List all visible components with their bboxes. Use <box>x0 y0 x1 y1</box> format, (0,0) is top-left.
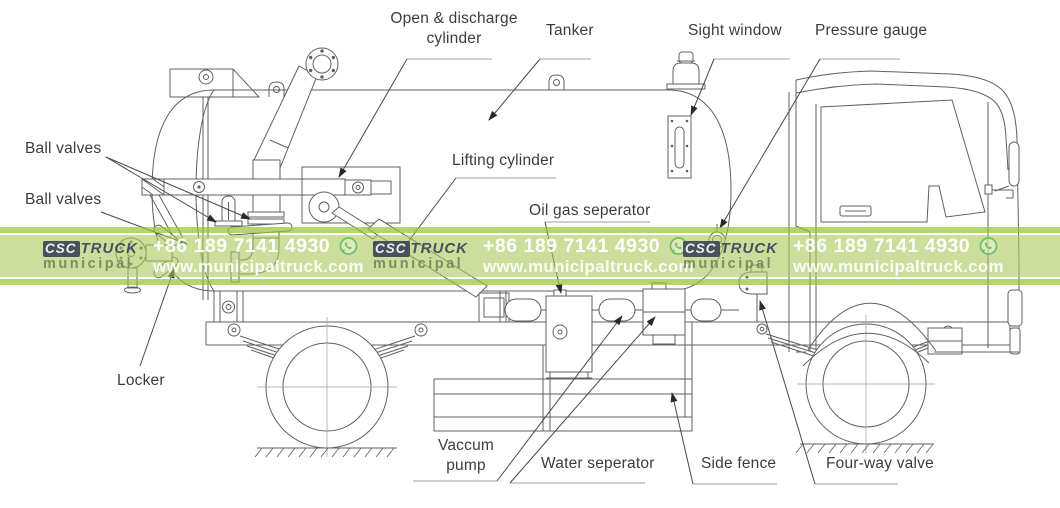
label-oil-gas-separator: Oil gas seperator <box>529 202 651 219</box>
phone-number: +86 189 7141 4930 <box>483 235 661 257</box>
fender-arch <box>807 302 937 352</box>
leader-locker <box>139 268 175 367</box>
phone-number: +86 189 7141 4930 <box>153 235 331 257</box>
band-stripe-bottom <box>0 279 1060 285</box>
leader-four-way <box>759 300 816 485</box>
website-url: www.municipaltruck.com <box>483 257 694 276</box>
website-url: www.municipaltruck.com <box>793 257 1004 276</box>
label-lifting-cylinder: Lifting cylinder <box>452 152 555 169</box>
logo-municipal: municipal <box>43 255 134 272</box>
leader-water-separator <box>509 316 656 484</box>
label-ball-valves-upper: Ball valves <box>25 140 102 157</box>
leader-ball-valves-1a <box>105 156 217 223</box>
leader-vacuum-pump <box>496 315 623 482</box>
logo-truck: TRUCK <box>80 239 139 257</box>
chassis-rails <box>205 321 1011 346</box>
label-ball-valves-lower: Ball valves <box>25 191 102 208</box>
logo-municipal: municipal <box>373 255 464 272</box>
lifting-lug <box>548 74 565 90</box>
logo-truck: TRUCK <box>410 239 469 257</box>
whatsapp-icon <box>338 236 359 257</box>
label-water-separator: Water seperator <box>541 455 655 472</box>
logo-csc: CSC <box>683 240 720 257</box>
whatsapp-icon <box>668 236 689 257</box>
label-line: Vaccum <box>437 437 495 454</box>
label-line: cylinder <box>426 30 482 47</box>
whatsapp-icon <box>978 236 999 257</box>
label-line: Open & discharge <box>390 10 518 27</box>
pump-group <box>504 264 768 379</box>
label-tanker: Tanker <box>546 22 594 39</box>
band-fill <box>0 235 1060 277</box>
leader-pressure-gauge <box>719 58 821 229</box>
label-sight-window: Sight window <box>688 22 782 39</box>
label-vacuum-pump: Vaccum pump <box>423 436 509 476</box>
rear-wheel <box>257 317 397 457</box>
leader-tanker <box>488 58 541 121</box>
leader-lines <box>100 58 821 485</box>
cab-window <box>820 99 986 223</box>
leader-side-fence <box>670 392 694 485</box>
mirror <box>1008 141 1020 187</box>
manhole <box>666 51 706 90</box>
label-locker: Locker <box>117 372 165 389</box>
label-four-way-valve: Four-way valve <box>826 455 934 472</box>
logo-truck: TRUCK <box>720 239 779 257</box>
phone-number: +86 189 7141 4930 <box>793 235 971 257</box>
ground-hatching <box>254 443 934 458</box>
leader-open-discharge <box>338 58 408 178</box>
leader-ball-valves-1b <box>105 156 251 220</box>
band-stripe-top <box>0 227 1060 233</box>
website-url: www.municipaltruck.com <box>153 257 364 276</box>
label-line: pump <box>446 457 486 474</box>
sight-window <box>667 115 692 179</box>
label-pressure-gauge: Pressure gauge <box>815 22 928 39</box>
label-open-discharge-cylinder: Open & discharge cylinder <box>381 9 527 49</box>
cab <box>788 70 1023 367</box>
lifting-lug <box>268 81 285 97</box>
logo-csc: CSC <box>43 240 80 257</box>
callout-underlines <box>407 58 900 485</box>
front-bumper <box>1007 289 1023 327</box>
water-separator-part <box>690 298 722 322</box>
logo-csc: CSC <box>373 240 410 257</box>
boom-cylinder <box>141 166 401 239</box>
logo-municipal: municipal <box>683 255 774 272</box>
label-side-fence: Side fence <box>701 455 777 472</box>
leader-sight-window <box>690 58 715 116</box>
